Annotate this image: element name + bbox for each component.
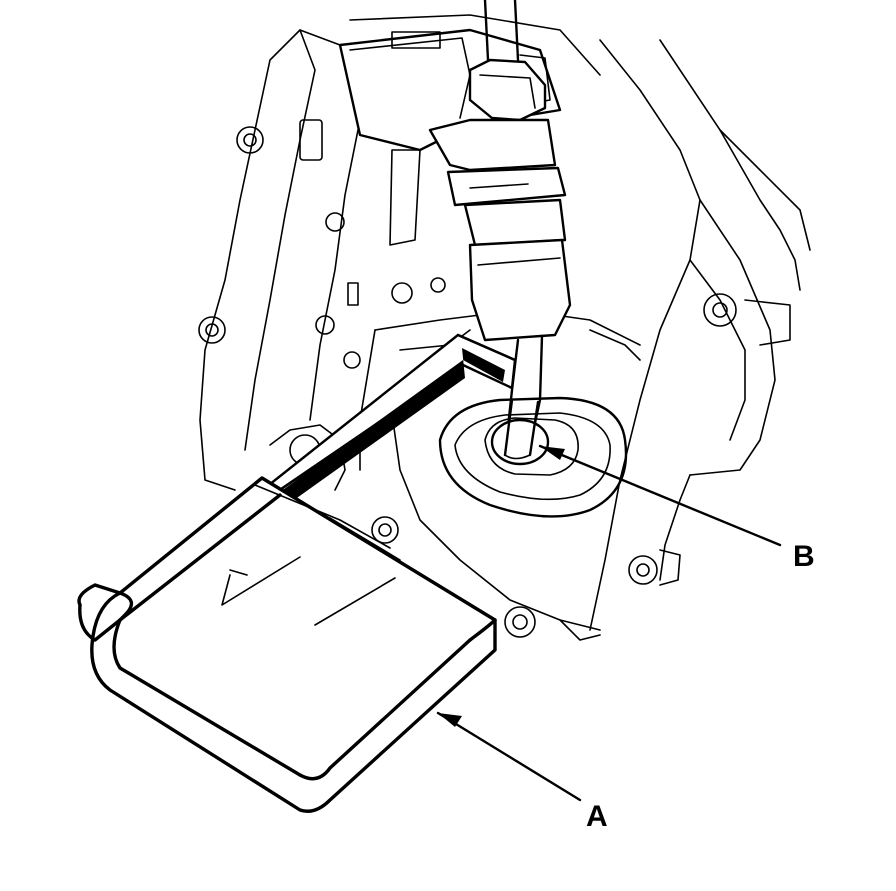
leader-arrowhead-b (540, 446, 565, 460)
filter-cover (77, 476, 497, 813)
shaft-boot (438, 396, 628, 518)
leader-line-b (538, 444, 782, 547)
leader-line-a (436, 711, 582, 802)
callout-label-a: A (586, 800, 608, 833)
leader-arrowhead-a (438, 713, 462, 727)
leader-lines (436, 444, 782, 802)
callout-label-b: B (793, 540, 815, 573)
cable-connector (338, 0, 572, 457)
